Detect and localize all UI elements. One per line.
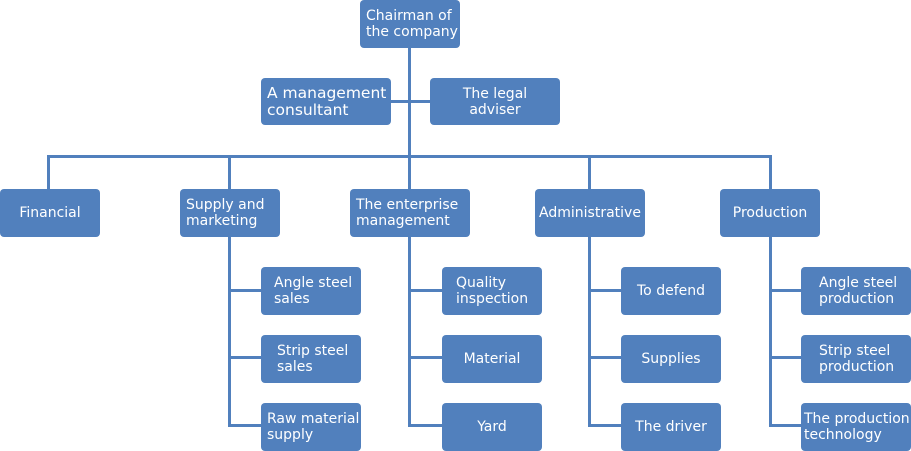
strip-steel-sales-label: Strip steel sales xyxy=(277,343,349,375)
connector-production-technology xyxy=(769,424,801,427)
connector-angle-steel-sales xyxy=(228,289,261,292)
quality-inspection-label: Quality inspection xyxy=(456,275,529,307)
angle-steel-sales-label: Angle steel sales xyxy=(274,275,353,307)
administrative-label: Administrative xyxy=(539,205,641,221)
production-technology-node: The production technology xyxy=(801,403,911,451)
enterprise-management-node: The enterprise management xyxy=(350,189,470,237)
raw-material-supply-label: Raw material supply xyxy=(267,411,360,443)
supplies-label: Supplies xyxy=(641,351,701,367)
quality-inspection-node: Quality inspection xyxy=(442,267,542,315)
connector-raw-material-supply xyxy=(228,424,261,427)
financial-node: Financial xyxy=(0,189,100,237)
material-label: Material xyxy=(463,351,521,367)
the-driver-label: The driver xyxy=(635,419,707,435)
strip-steel-production-label: Strip steel production xyxy=(819,343,895,375)
administrative-node: Administrative xyxy=(535,189,645,237)
supplies-node: Supplies xyxy=(621,335,721,383)
angle-steel-production-node: Angle steel production xyxy=(801,267,911,315)
chairman-label: Chairman of the company xyxy=(366,8,458,40)
yard-node: Yard xyxy=(442,403,542,451)
connector-financial xyxy=(47,155,50,189)
production-label: Production xyxy=(732,205,808,221)
production-technology-label: The production technology xyxy=(804,411,910,443)
connector-enterprise-management xyxy=(408,155,411,189)
connector-strip-steel-production xyxy=(769,356,801,359)
connector-quality-inspection xyxy=(408,289,442,292)
legal-adviser-node: The legal adviser xyxy=(430,78,560,125)
connector-strip-steel-sales xyxy=(228,356,261,359)
connector-administrative-spine xyxy=(588,237,591,427)
connector-supply-marketing xyxy=(228,155,231,189)
angle-steel-production-label: Angle steel production xyxy=(819,275,898,307)
the-driver-node: The driver xyxy=(621,403,721,451)
raw-material-supply-node: Raw material supply xyxy=(261,403,361,451)
strip-steel-production-node: Strip steel production xyxy=(801,335,911,383)
connector-advisors xyxy=(390,100,430,103)
connector-material xyxy=(408,356,442,359)
connector-angle-steel-production xyxy=(769,289,801,292)
material-node: Material xyxy=(442,335,542,383)
chairman-node: Chairman of the company xyxy=(360,0,460,48)
connector-trunk xyxy=(408,48,411,158)
financial-label: Financial xyxy=(19,205,81,221)
connector-supply-marketing-spine xyxy=(228,237,231,427)
connector-to-defend xyxy=(588,289,621,292)
yard-label: Yard xyxy=(477,419,507,435)
angle-steel-sales-node: Angle steel sales xyxy=(261,267,361,315)
to-defend-label: To defend xyxy=(637,283,705,299)
production-node: Production xyxy=(720,189,820,237)
management-consultant-label: A management consultant xyxy=(267,83,387,119)
management-consultant-node: A management consultant xyxy=(261,78,391,125)
connector-yard xyxy=(408,424,442,427)
connector-production xyxy=(769,155,772,189)
supply-marketing-node: Supply and marketing xyxy=(180,189,280,237)
connector-production-spine xyxy=(769,237,772,427)
connector-administrative xyxy=(588,155,591,189)
connector-supplies xyxy=(588,356,621,359)
strip-steel-sales-node: Strip steel sales xyxy=(261,335,361,383)
connector-enterprise-management-spine xyxy=(408,237,411,427)
legal-adviser-label: The legal adviser xyxy=(462,85,528,118)
to-defend-node: To defend xyxy=(621,267,721,315)
supply-marketing-label: Supply and marketing xyxy=(186,197,265,229)
enterprise-management-label: The enterprise management xyxy=(356,197,459,229)
connector-the-driver xyxy=(588,424,621,427)
